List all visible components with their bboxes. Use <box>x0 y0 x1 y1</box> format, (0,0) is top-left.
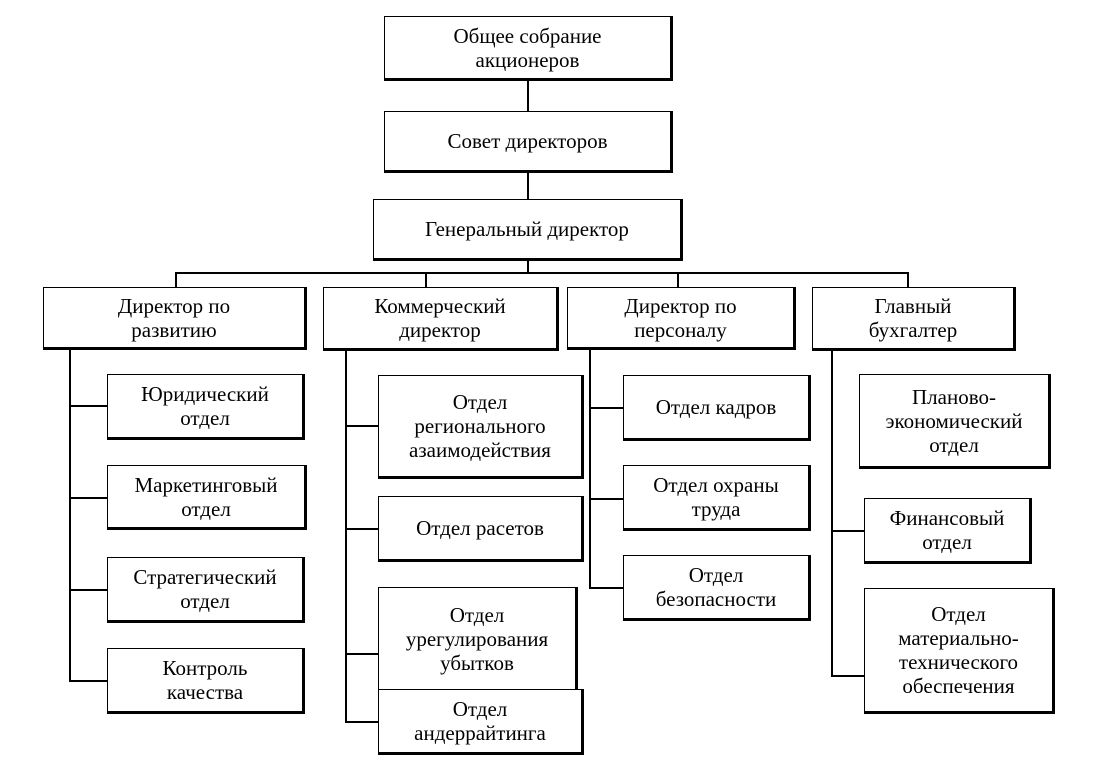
node-strategic-department: Стратегический отдел <box>107 557 305 623</box>
connector-line <box>589 498 623 500</box>
node-label: Маркетинговый отдел <box>134 472 278 521</box>
node-regional-interaction-department: Отдел регионального азаимодействия <box>378 375 584 479</box>
connector-line <box>527 79 529 112</box>
connector-line <box>527 171 529 200</box>
connector-line <box>831 350 833 676</box>
node-labor-protection-department: Отдел охраны труда <box>623 465 811 531</box>
node-label: Коммерческий директор <box>374 294 506 342</box>
node-settlements-department: Отдел расетов <box>378 496 584 562</box>
node-quality-control: Контроль качества <box>107 648 305 714</box>
connector-line <box>345 349 347 722</box>
connector-line <box>425 272 427 288</box>
node-director-development: Директор по развитию <box>43 287 307 350</box>
node-chief-accountant: Главный бухгалтер <box>812 287 1016 351</box>
node-label: Отдел расетов <box>416 516 544 540</box>
node-label: Общее собрание акционеров <box>453 23 602 72</box>
node-underwriting-department: Отдел андеррайтинга <box>378 689 584 755</box>
node-label: Генеральный директор <box>425 217 629 241</box>
connector-line <box>175 272 909 274</box>
node-label: Отдел материально- технического обеспече… <box>898 602 1019 698</box>
connector-line <box>345 528 378 530</box>
connector-line <box>907 272 909 288</box>
node-shareholders-meeting: Общее собрание акционеров <box>384 16 673 81</box>
connector-line <box>589 348 591 588</box>
node-label: Совет директоров <box>447 129 608 153</box>
node-label: Контроль качества <box>162 656 248 704</box>
connector-line <box>69 348 71 681</box>
node-label: Главный бухгалтер <box>868 294 958 342</box>
connector-line <box>69 497 107 499</box>
node-label: Планово- экономический отдел <box>885 384 1023 457</box>
connector-line <box>831 530 864 532</box>
node-label: Отдел кадров <box>655 395 777 419</box>
connector-line <box>589 407 623 409</box>
node-label: Отдел безопасности <box>655 563 777 611</box>
node-general-director: Генеральный директор <box>373 199 683 261</box>
connector-line <box>175 272 177 288</box>
node-label: Отдел урегулирования убытков <box>405 603 549 675</box>
connector-line <box>69 589 107 591</box>
node-planning-economic-department: Планово- экономический отдел <box>859 374 1051 469</box>
node-board-of-directors: Совет директоров <box>384 111 673 173</box>
node-commercial-director: Коммерческий директор <box>323 287 559 351</box>
connector-line <box>69 405 107 407</box>
node-marketing-department: Маркетинговый отдел <box>107 465 307 530</box>
connector-line <box>345 425 378 427</box>
node-security-department: Отдел безопасности <box>623 555 811 621</box>
connector-line <box>345 721 378 723</box>
node-label: Директор по персоналу <box>624 293 737 342</box>
node-label: Директор по развитию <box>117 293 231 342</box>
connector-line <box>69 680 107 682</box>
node-claims-settlement-department: Отдел урегулирования убытков <box>378 587 578 693</box>
node-logistics-department: Отдел материально- технического обеспече… <box>864 588 1055 714</box>
node-label: Отдел регионального азаимодействия <box>409 390 551 462</box>
node-label: Стратегический отдел <box>133 565 277 613</box>
node-director-personnel: Директор по персоналу <box>567 287 796 350</box>
node-legal-department: Юридический отдел <box>107 374 305 440</box>
node-personnel-department: Отдел кадров <box>623 375 811 441</box>
connector-line <box>527 259 529 273</box>
connector-line <box>589 587 623 589</box>
node-label: Отдел охраны труда <box>653 473 779 521</box>
connector-line <box>345 653 378 655</box>
node-label: Финансовый отдел <box>889 506 1005 554</box>
node-finance-department: Финансовый отдел <box>864 498 1032 564</box>
connector-line <box>677 272 679 288</box>
node-label: Отдел андеррайтинга <box>414 697 546 745</box>
node-label: Юридический отдел <box>141 382 269 430</box>
connector-line <box>831 675 864 677</box>
